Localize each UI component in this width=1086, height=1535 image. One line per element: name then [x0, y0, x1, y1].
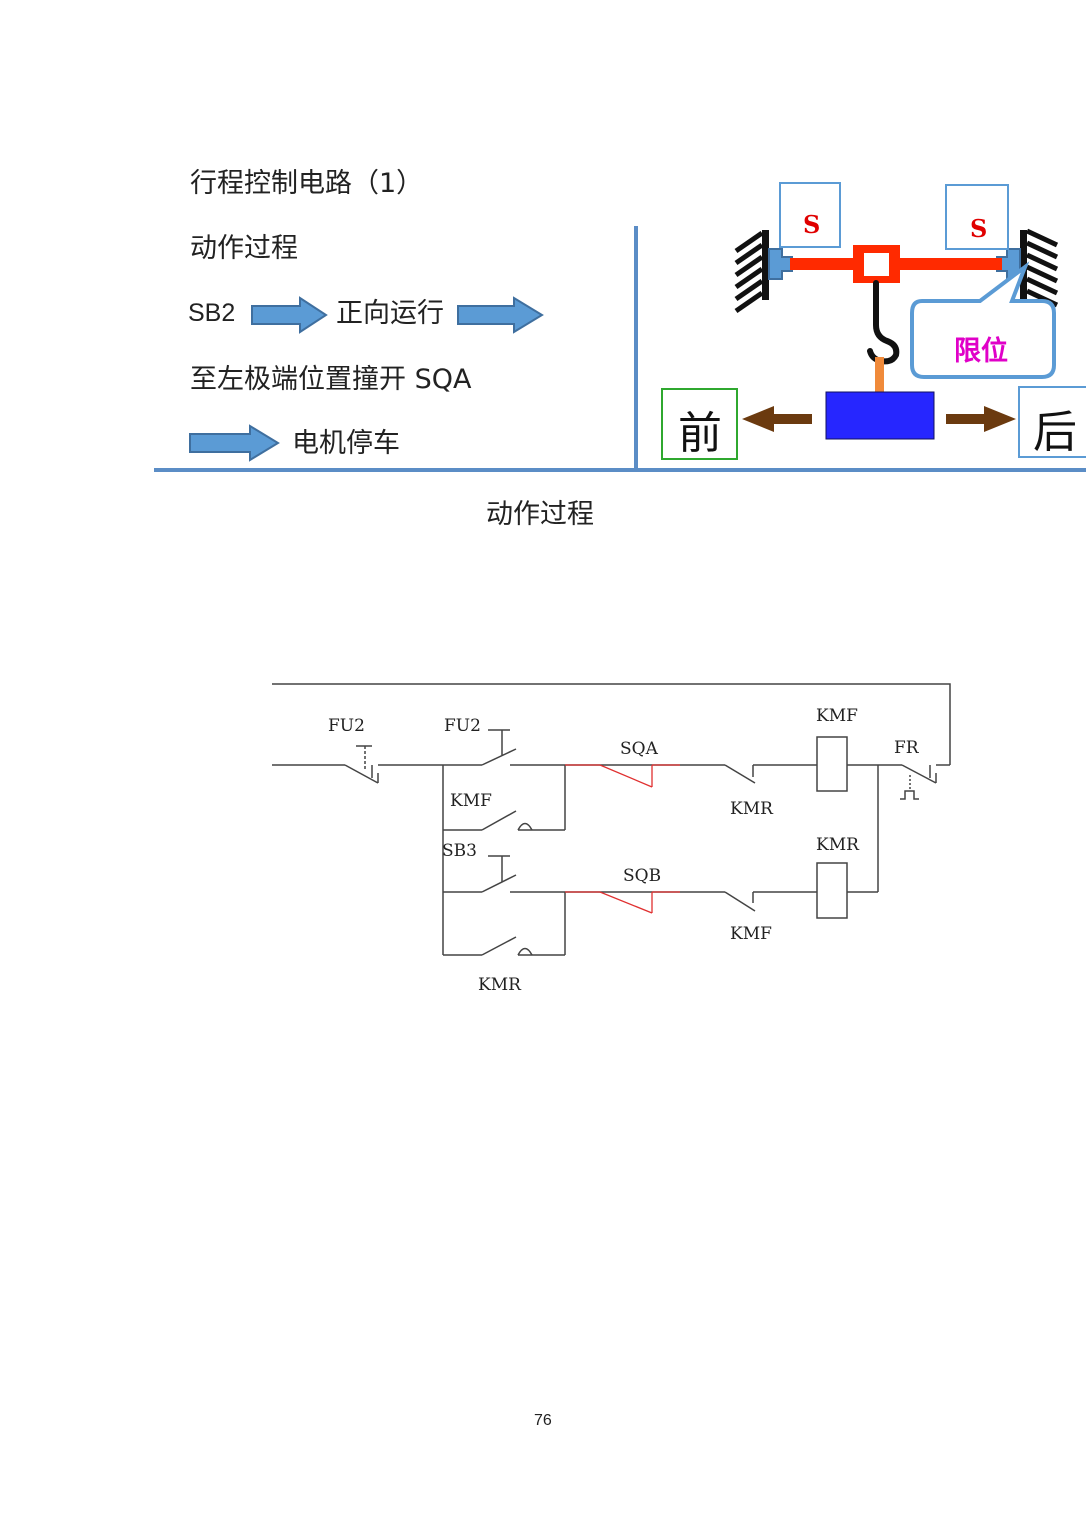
- step-start-label: SB2: [188, 299, 236, 327]
- vertical-divider: [634, 226, 638, 470]
- front-label: 前: [678, 408, 722, 459]
- left-arrow-icon: [742, 406, 812, 432]
- kmr-hold-label: KMR: [478, 975, 522, 995]
- left-wall-icon: [734, 230, 769, 314]
- page-number: 76: [534, 1412, 552, 1429]
- travel-mechanism-diagram: S S 限位 前 后: [661, 182, 1086, 460]
- right-arrow-icon: [946, 406, 1016, 432]
- fuse1-label: FU2: [328, 716, 365, 736]
- kmf-hold-label: KMF: [450, 791, 492, 811]
- limit-callout: [910, 261, 1056, 379]
- right-arrow-icon: [457, 296, 544, 334]
- right-arrow-icon: [189, 424, 280, 462]
- step-forward-label: 正向运行: [336, 298, 444, 329]
- fr-label: FR: [894, 738, 920, 758]
- right-arrow-icon: [251, 296, 328, 334]
- sqb-label: SQB: [623, 866, 661, 886]
- back-label: 后: [1033, 407, 1077, 458]
- kmr-interlock-label: KMR: [730, 799, 774, 819]
- sb3-label: SB3: [442, 841, 477, 861]
- kmf-coil-label: KMF: [816, 706, 858, 726]
- left-limit-switch-icon: [768, 248, 793, 280]
- switch-right-label: S: [970, 214, 987, 243]
- step-stop-label: 电机停车: [292, 428, 400, 459]
- fuse2-label: FU2: [444, 716, 481, 736]
- slide-subtitle: 动作过程: [190, 233, 298, 264]
- motor-block: [825, 391, 935, 440]
- kmr-coil-label: KMR: [816, 835, 860, 855]
- slide-title: 行程控制电路（1）: [190, 168, 424, 199]
- hook-icon: [867, 280, 900, 365]
- step-limit-label: 至左极端位置撞开 SQA: [190, 364, 472, 395]
- kmf-interlock-label: KMF: [730, 924, 772, 944]
- switch-left-label: S: [803, 210, 820, 239]
- control-circuit-diagram: FU2 FU2 SQA KMF KMR KMF FR SB3 SQB KMR K…: [272, 683, 951, 995]
- horizontal-divider: [154, 468, 1086, 472]
- limit-callout-label: 限位: [954, 335, 1008, 367]
- sqa-label: SQA: [620, 739, 659, 759]
- figure-caption: 动作过程: [486, 499, 594, 530]
